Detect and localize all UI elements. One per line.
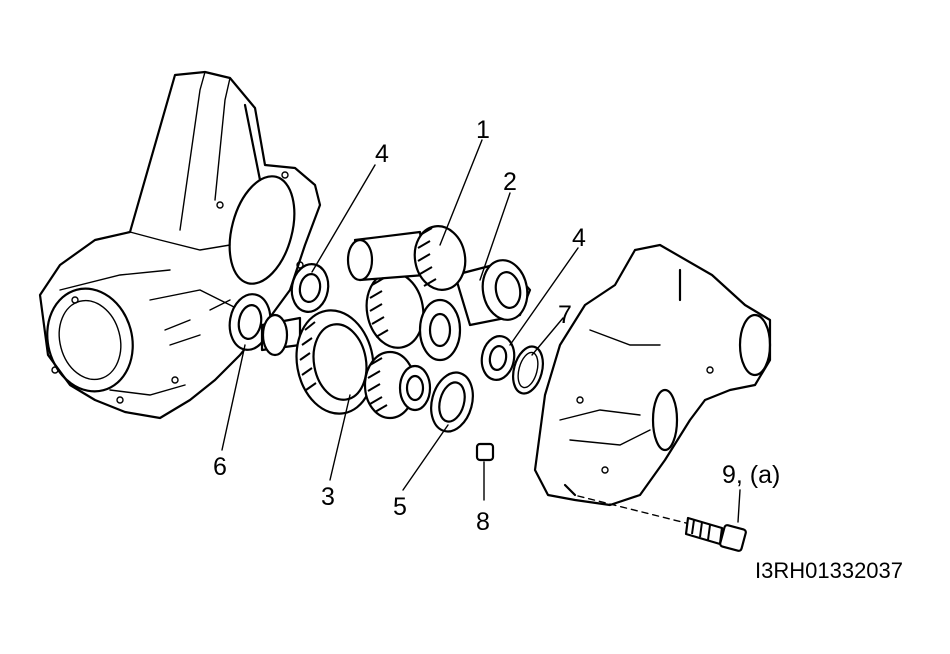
- leader-3: [329, 394, 351, 481]
- gear-1: [346, 225, 467, 291]
- callout-6: 6: [213, 453, 227, 481]
- leader-7: [531, 317, 564, 356]
- callout-3: 3: [321, 483, 335, 511]
- dowel-pin-8: [475, 442, 495, 462]
- leader-6: [221, 344, 246, 451]
- callout-labels: 1 2 3 4 4 5 6 7 8 9, (a) I3RH01332037: [213, 116, 903, 583]
- leader-4a: [311, 164, 376, 273]
- figure-code: I3RH01332037: [755, 558, 903, 583]
- left-housing: [38, 70, 322, 420]
- callout-5: 5: [393, 493, 407, 521]
- bolt-9: [577, 495, 747, 552]
- callout-7: 7: [558, 301, 572, 329]
- gear-2: [365, 259, 532, 362]
- ring-gear-assembly-3: [260, 309, 432, 420]
- callout-4-right: 4: [572, 224, 586, 252]
- callout-1: 1: [476, 116, 490, 144]
- o-ring-7: [512, 345, 544, 395]
- seal-5: [430, 371, 474, 433]
- leader-5: [402, 424, 449, 491]
- leader-1: [439, 139, 483, 246]
- callout-8: 8: [476, 508, 490, 536]
- callout-2: 2: [503, 168, 517, 196]
- leader-4b: [509, 247, 579, 346]
- leader-2: [479, 192, 511, 281]
- bearing-4-right: [480, 335, 516, 381]
- leader-9: [737, 489, 741, 523]
- bearing-4-left: [290, 263, 330, 313]
- right-housing: [533, 243, 772, 507]
- leader-lines: [221, 139, 741, 523]
- callout-9: 9, (a): [722, 461, 780, 489]
- callout-4-left: 4: [375, 140, 389, 168]
